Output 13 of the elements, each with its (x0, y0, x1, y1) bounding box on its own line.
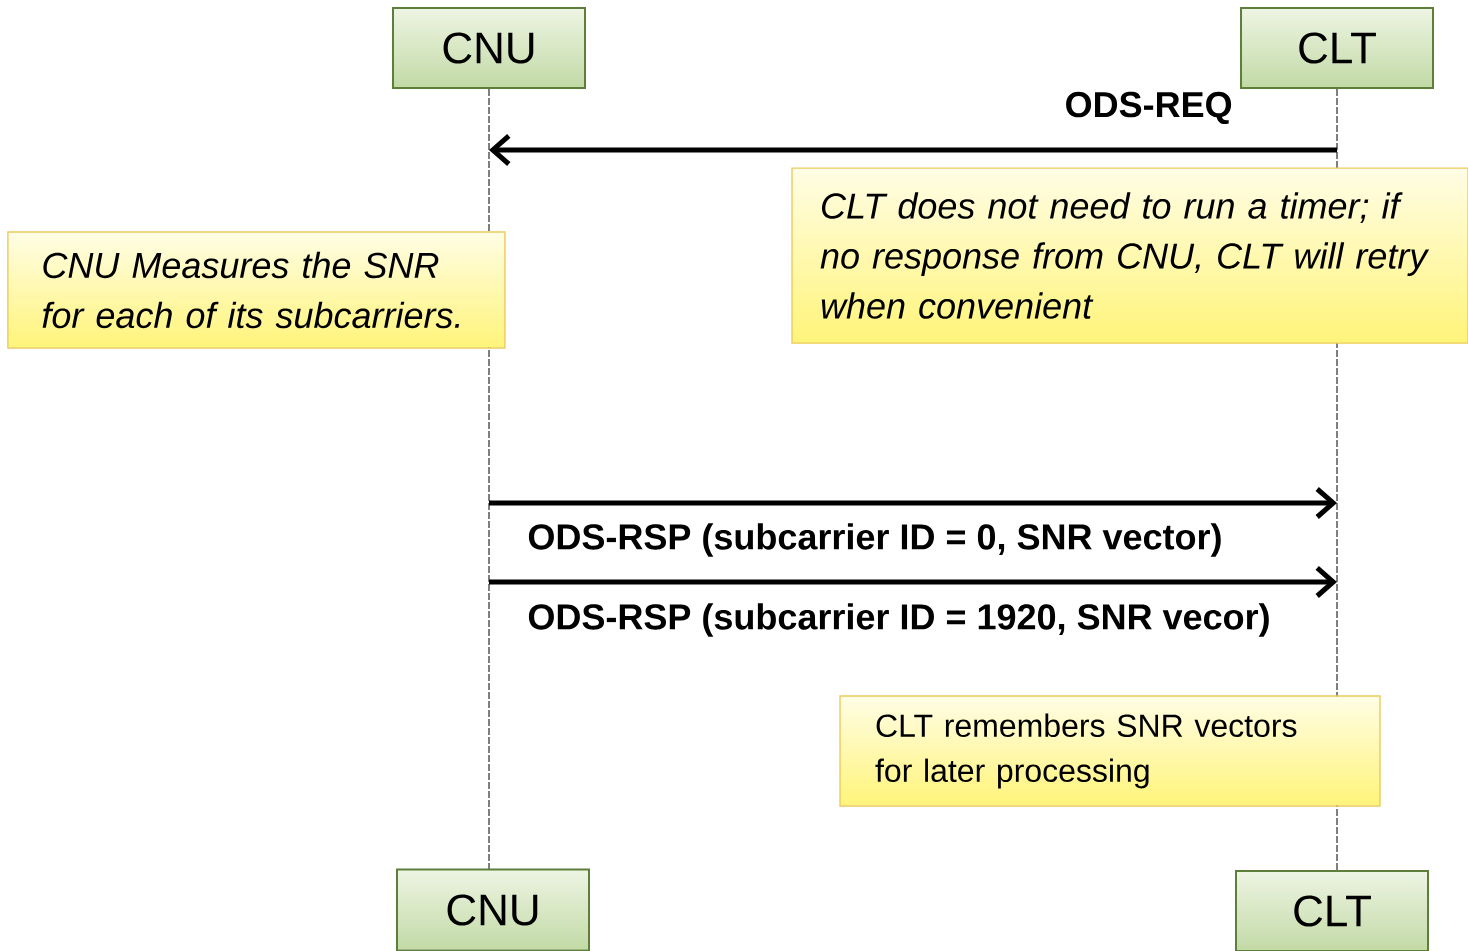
edge-label: ODS-RSP (subcarrier ID = 0, SNR vector) (525, 521, 1225, 559)
participant-box: CLT (1235, 870, 1429, 951)
note-box: CLT remembers SNR vectors for later processing (839, 695, 1381, 807)
message-arrow (489, 134, 1337, 166)
note-box: CNU Measures the SNR for each of its subcarriers. (7, 231, 506, 349)
message-arrow (489, 566, 1337, 598)
participant-box: CNU (392, 7, 586, 89)
note-box: CLT does not need to run a timer; if no response from CNU, CLT will retry when convenient (791, 167, 1468, 344)
participant-box: CLT (1240, 7, 1434, 89)
message-arrow (489, 487, 1337, 519)
edge-label: ODS-REQ (1062, 89, 1235, 127)
edge-label: ODS-RSP (subcarrier ID = 1920, SNR vecor) (525, 601, 1273, 639)
participant-box: CNU (396, 868, 590, 951)
